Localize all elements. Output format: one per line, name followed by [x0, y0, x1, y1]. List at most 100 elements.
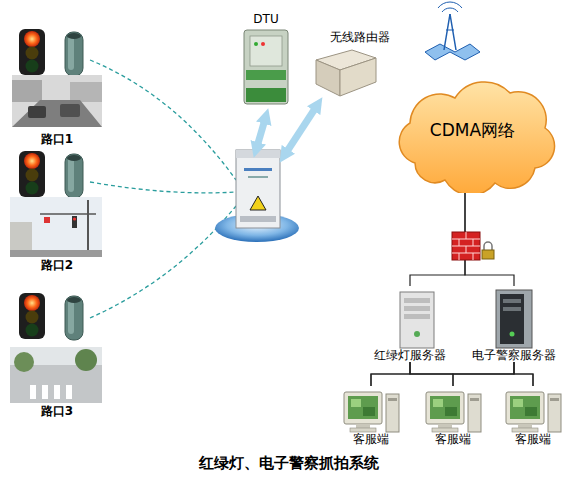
brick-line — [466, 232, 467, 239]
warning-sign — [250, 196, 266, 210]
firewall-icon — [452, 232, 494, 260]
node-label: CDMA网络 — [430, 120, 515, 140]
client-node: 客服端 — [500, 386, 566, 446]
intersection-node: 路口1 — [10, 74, 104, 146]
tower-brace — [446, 30, 454, 31]
drive-bay — [404, 314, 430, 319]
diagram-caption: 红绿灯、电子警察抓拍系统 — [0, 454, 577, 473]
node-label: 红绿灯服务器 — [374, 348, 446, 362]
dtu-body — [244, 30, 288, 104]
network-link — [514, 362, 533, 386]
photo-car — [60, 104, 80, 117]
brick-line — [473, 239, 474, 246]
zebra-stripe — [30, 385, 36, 399]
street-photo — [10, 197, 102, 257]
client-node: 客服端 — [338, 386, 404, 446]
lock-body — [482, 250, 494, 259]
node-label: 客服端 — [435, 432, 471, 446]
node-label: 路口1 — [41, 132, 73, 146]
router-side — [316, 60, 340, 96]
network-link — [371, 362, 514, 386]
dtu-led — [261, 42, 265, 46]
power-led — [510, 332, 515, 337]
dtu-panel — [250, 36, 282, 66]
dtu-device — [244, 30, 288, 104]
brick-line — [459, 239, 460, 246]
wireless-links — [90, 60, 236, 318]
network-link — [453, 362, 514, 386]
router-node: 无线路由器 — [318, 30, 402, 98]
cabinet-plate — [244, 168, 272, 171]
server-tower — [400, 292, 434, 348]
photo-car — [28, 106, 46, 118]
zebra-stripe — [42, 385, 48, 399]
cloud-outline — [399, 82, 554, 193]
cell-tower — [425, 2, 480, 60]
traffic-light — [19, 151, 45, 197]
camera — [65, 154, 83, 198]
server-node: 电子警察服务器 — [462, 286, 566, 362]
double-arrow — [256, 116, 266, 150]
photo-sign — [44, 217, 50, 223]
device-links — [256, 104, 318, 156]
intersection-illustration — [10, 293, 102, 403]
brick-line — [473, 253, 474, 260]
photo-signal — [72, 216, 77, 228]
client-pc — [506, 392, 561, 432]
firewall-wall — [452, 232, 480, 260]
dtu-led — [254, 42, 258, 46]
cabinet-top — [236, 150, 280, 158]
brick-line — [459, 253, 460, 260]
tower-mast — [450, 14, 456, 50]
intersection-node: 路口2 — [10, 196, 104, 272]
dtu-node: DTU — [236, 12, 296, 108]
photo-building — [70, 82, 102, 102]
traffic-light — [19, 29, 45, 75]
dtu-terminal — [246, 70, 286, 80]
server-icon — [496, 290, 532, 348]
cabinet-plate — [248, 176, 268, 178]
firewall-bricks — [452, 232, 480, 260]
server-front — [500, 294, 524, 344]
street-photo — [12, 75, 102, 127]
dashed-link — [90, 206, 236, 318]
traffic-light — [19, 293, 45, 339]
intersection-illustration — [12, 29, 102, 127]
node-label: 无线路由器 — [330, 30, 390, 44]
photo-pole — [87, 200, 89, 257]
dtu-terminal — [246, 88, 286, 102]
photo-road — [10, 250, 102, 257]
node-label: 路口2 — [41, 258, 73, 272]
client-node: 客服端 — [420, 386, 486, 446]
camera — [65, 296, 83, 340]
node-label: 路口3 — [41, 404, 73, 418]
brick-line — [466, 246, 467, 253]
server-tower — [496, 290, 532, 348]
intersection-node: 路口3 — [10, 346, 104, 418]
node-label: 电子警察服务器 — [472, 348, 556, 362]
drive-bay — [503, 299, 521, 303]
drive-bay — [503, 307, 521, 311]
power-led — [414, 331, 420, 337]
tower-mast — [444, 14, 450, 50]
dashed-link — [90, 60, 236, 180]
network-cloud: CDMA网络 — [385, 68, 560, 193]
double-arrow — [284, 104, 318, 156]
photo-signal-lamp — [73, 217, 76, 220]
cabinet-vent — [240, 216, 276, 222]
photo-building — [12, 80, 42, 102]
photo-tree — [75, 349, 97, 371]
node-label: 客服端 — [515, 432, 551, 446]
node-label: 客服端 — [353, 432, 389, 446]
node-label: DTU — [253, 12, 278, 26]
photo-tree — [14, 352, 34, 372]
server-node: 红绿灯服务器 — [368, 286, 452, 362]
drive-bay — [404, 306, 430, 311]
client-pc — [344, 392, 399, 432]
tower-base — [425, 44, 480, 60]
